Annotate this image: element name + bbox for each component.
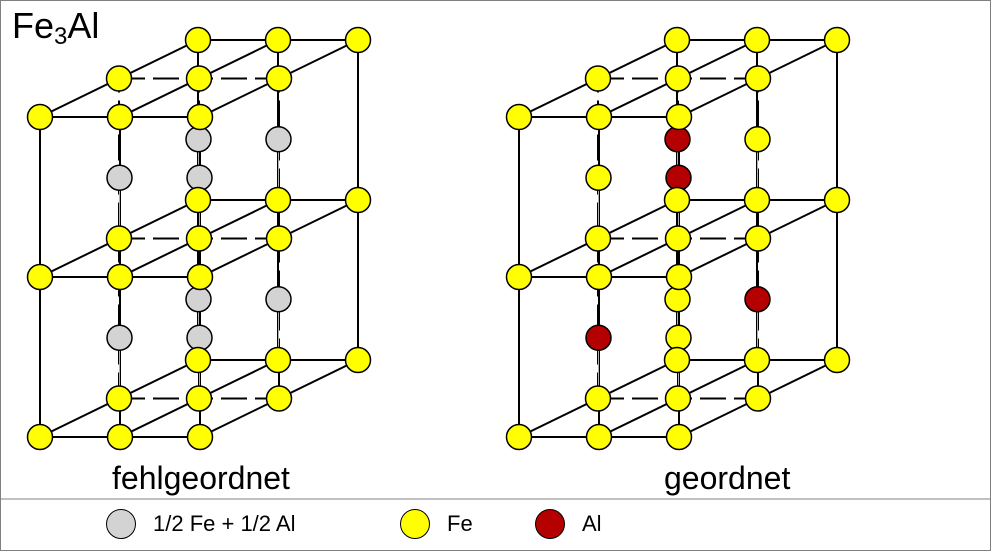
right-atom-fe [663, 186, 691, 214]
left-atom-fe [26, 103, 54, 131]
legend-al-label: Al [582, 511, 602, 536]
right-atom-fe [585, 423, 613, 451]
lattice-ordered [505, 26, 851, 451]
lattice-disordered [26, 26, 372, 451]
left-atom-fe [106, 423, 134, 451]
right-atom-fe [584, 65, 612, 92]
left-atom-fe [105, 225, 133, 252]
right-atom-fe [744, 65, 772, 92]
left-atom-fe [344, 186, 372, 214]
legend-mixed-label: 1/2 Fe + 1/2 Al [153, 511, 296, 536]
left-atom-mixed [106, 324, 133, 351]
right-atom-fe [505, 263, 533, 291]
right-atom-fe [823, 186, 851, 214]
right-atom-fe [665, 263, 693, 291]
left-atom-fe [186, 263, 214, 291]
right-atom-fe [664, 385, 692, 412]
left-atom-fe [344, 26, 372, 54]
right-atom-fe [584, 225, 612, 252]
right-atom-fe [665, 103, 693, 131]
right-atom-fe [584, 385, 612, 412]
left-atom-fe [185, 385, 213, 412]
right-atom-al [664, 126, 691, 153]
right-atom-fe [823, 26, 851, 54]
right-atom-fe [585, 103, 613, 131]
right-atom-al [585, 324, 612, 351]
caption-ordered: geordnet [664, 460, 791, 496]
left-atom-fe [265, 225, 293, 252]
right-atom-fe [505, 103, 533, 131]
left-atom-mixed [106, 164, 133, 191]
left-atom-fe [265, 65, 293, 92]
right-atom-fe [663, 346, 691, 374]
legend-fe-atom-icon [400, 509, 430, 539]
right-atom-fe [744, 385, 772, 412]
left-atom-fe [344, 346, 372, 374]
right-atom-fe [743, 26, 771, 54]
left-atom-mixed [185, 286, 212, 313]
left-atom-fe [26, 423, 54, 451]
left-atom-fe [105, 385, 133, 412]
right-atom-fe [663, 26, 691, 54]
left-atom-mixed [186, 324, 213, 351]
left-atom-fe [265, 385, 293, 412]
right-atom-fe [585, 263, 613, 291]
left-atom-fe [185, 65, 213, 92]
right-atom-fe [585, 164, 612, 191]
left-atom-mixed [265, 126, 292, 153]
left-atom-fe [264, 346, 292, 374]
legend-mixed-atom-icon [106, 509, 136, 539]
legend-item-fe: Fe [400, 504, 473, 544]
left-atom-fe [186, 423, 214, 451]
left-atom-fe [184, 26, 212, 54]
right-atom-fe [664, 225, 692, 252]
legend-fe-label: Fe [447, 511, 473, 536]
right-atom-al [744, 286, 771, 313]
left-atom-mixed [185, 126, 212, 153]
right-atom-fe [743, 346, 771, 374]
right-atom-fe [505, 423, 533, 451]
right-atom-fe [744, 126, 771, 153]
right-atom-fe [664, 286, 691, 313]
right-atom-al [665, 164, 692, 191]
right-atom-fe [665, 324, 692, 351]
left-atom-mixed [186, 164, 213, 191]
right-atom-fe [665, 423, 693, 451]
caption-disordered: fehlgeordnet [112, 460, 290, 496]
right-atom-fe [823, 346, 851, 374]
left-atom-fe [26, 263, 54, 291]
legend-al-atom-icon [535, 509, 565, 539]
left-atom-fe [184, 186, 212, 214]
legend-item-mixed: 1/2 Fe + 1/2 Al [106, 504, 295, 544]
left-atom-fe [186, 103, 214, 131]
right-atom-fe [664, 65, 692, 92]
legend-item-al: Al [535, 504, 602, 544]
right-atom-fe [743, 186, 771, 214]
left-atom-fe [184, 346, 212, 374]
left-atom-fe [264, 186, 292, 214]
left-atom-fe [264, 26, 292, 54]
left-atom-fe [105, 65, 133, 92]
right-atom-fe [744, 225, 772, 252]
left-atom-fe [185, 225, 213, 252]
left-atom-fe [106, 103, 134, 131]
left-atom-mixed [265, 286, 292, 313]
left-atom-fe [106, 263, 134, 291]
formula-title: Fe3Al [12, 5, 100, 50]
